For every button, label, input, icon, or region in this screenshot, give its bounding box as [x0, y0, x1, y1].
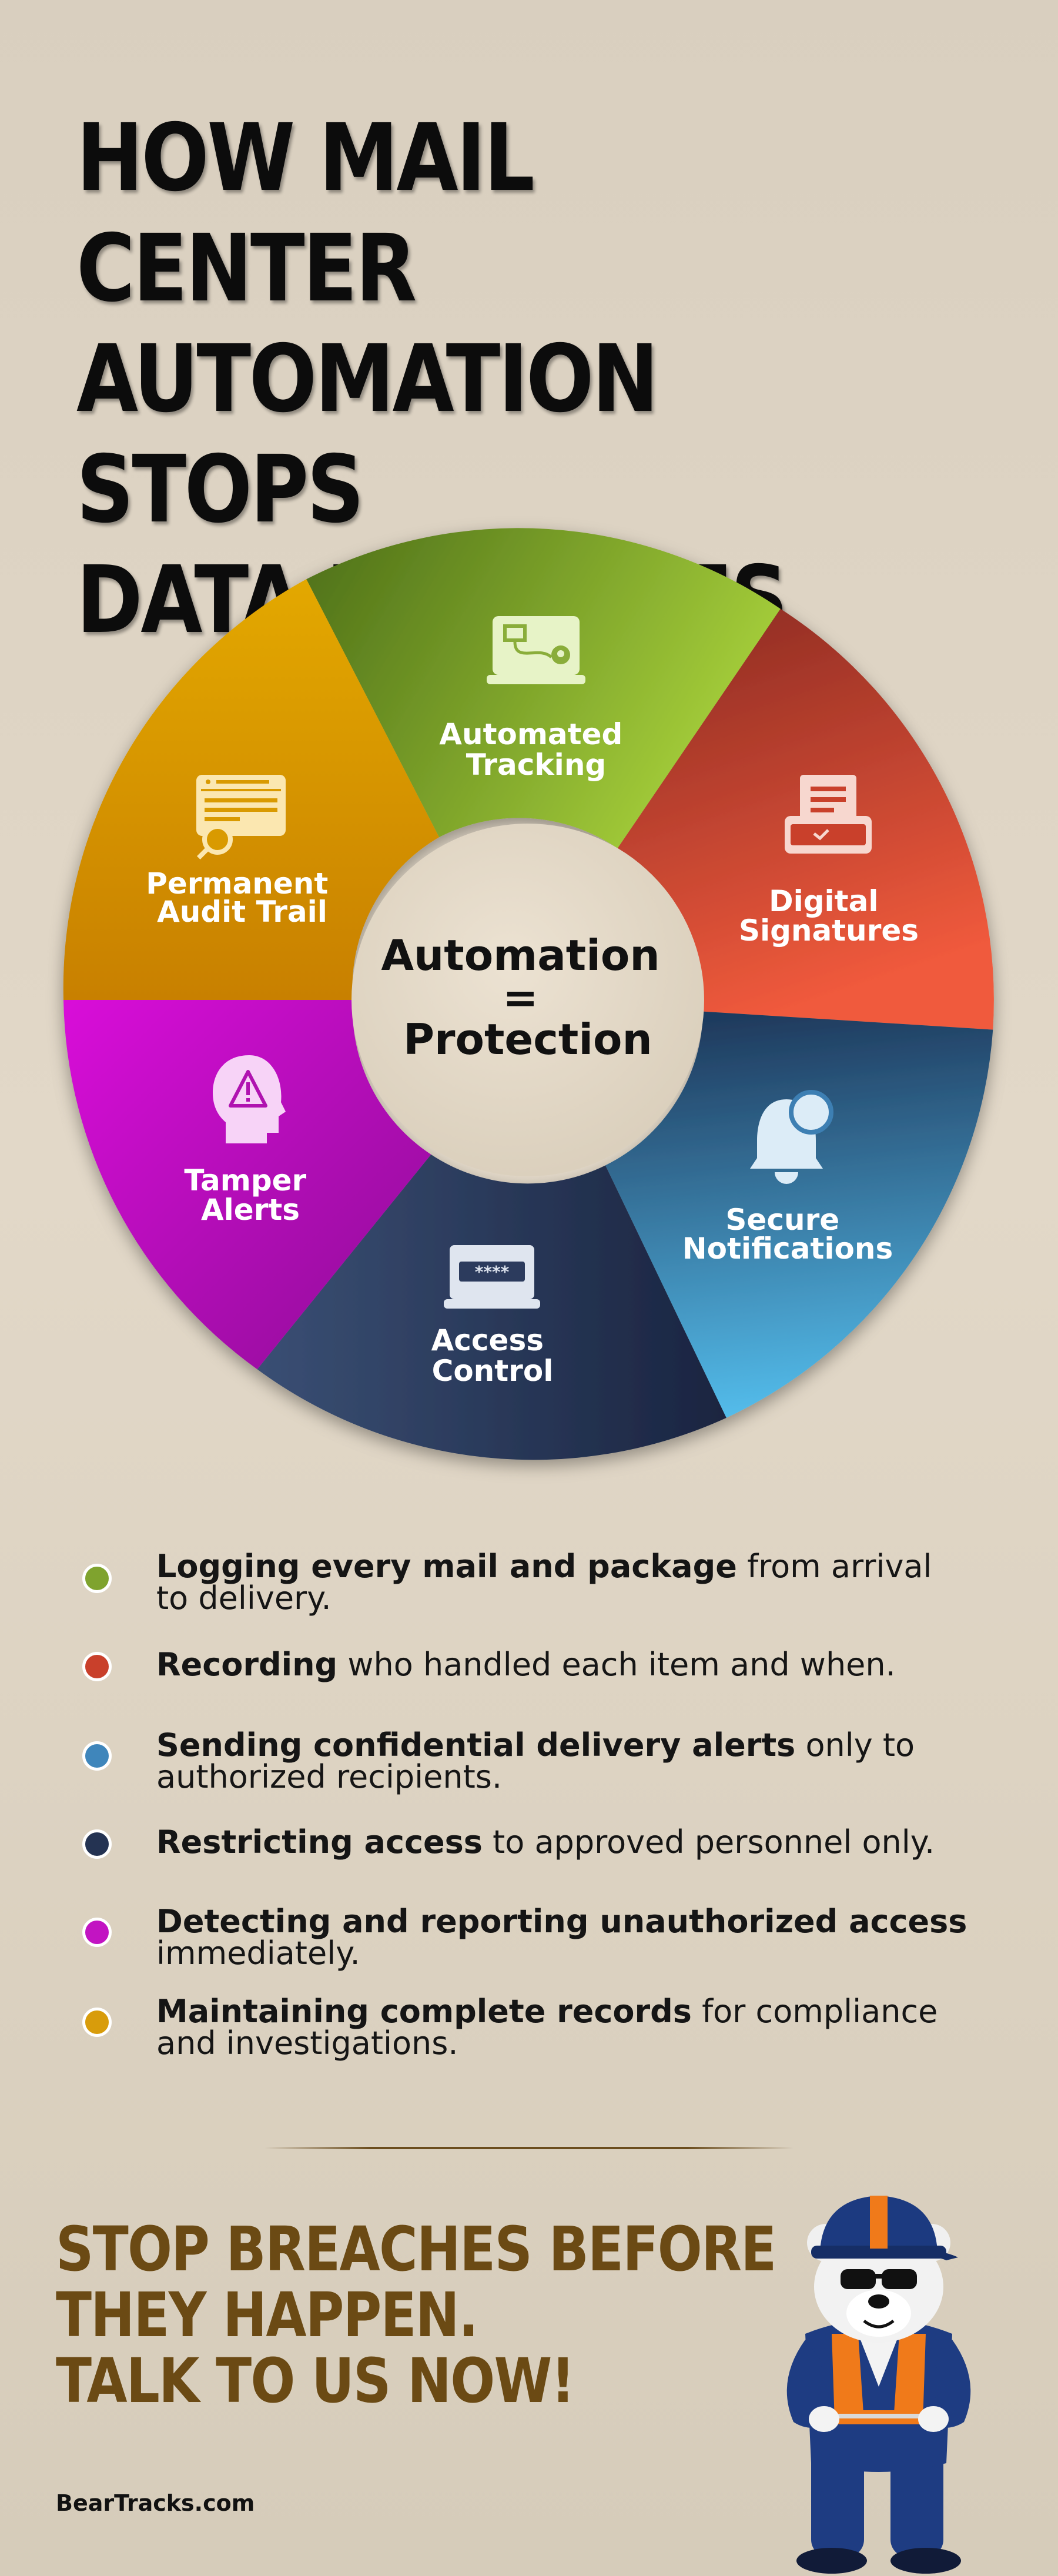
segment-label-tracking-1: Automated — [439, 717, 622, 751]
list-item-text-2: immediately. — [156, 1935, 360, 1972]
list-item-bold: Recording — [156, 1646, 338, 1683]
svg-text:Access Control: Access Control — [431, 1323, 554, 1388]
gold-bullet-dot — [82, 2008, 112, 2037]
cta-line-2: THEY HAPPEN. — [56, 2279, 478, 2351]
svg-text:Digital Signatures: Digital Signatures — [739, 884, 919, 948]
svg-text:Automated Tracking: Automated Tracking — [439, 717, 632, 782]
list-item-text-2: to delivery. — [156, 1580, 332, 1617]
website-link[interactable]: BearTracks.com — [56, 2490, 255, 2516]
green-bullet-dot — [82, 1564, 112, 1593]
list-item-bold: Detecting and reporting unauthorized acc… — [156, 1903, 967, 1940]
list-item-text-2: authorized recipients. — [156, 1758, 503, 1795]
list-item-text: only to — [795, 1727, 915, 1764]
title-line-2: AUTOMATION STOPS — [76, 325, 659, 544]
svg-text:Automation = Protectio: Automation = Protection — [381, 931, 674, 1064]
bear-mascot-icon — [786, 2196, 971, 2574]
document-signature-icon — [785, 775, 872, 854]
segment-label-tamper-1: Tamper — [184, 1163, 306, 1197]
call-to-action: STOP BREACHES BEFORE THEY HAPPEN. TALK T… — [56, 2216, 776, 2414]
cta-line-1: STOP BREACHES BEFORE — [56, 2213, 776, 2285]
center-line-2: = — [503, 973, 538, 1022]
automation-wheel: Automation = Protection Automated Tracki… — [63, 528, 994, 1460]
segment-label-access-2: Control — [432, 1354, 554, 1388]
svg-text:****: **** — [475, 1262, 510, 1282]
center-circle — [351, 824, 704, 1176]
magenta-bullet-dot — [82, 1918, 112, 1947]
list-item-bold: Maintaining complete records — [156, 1993, 692, 2030]
list-item-text: to approved personnel only. — [482, 1824, 935, 1861]
list-item-bold: Restricting access — [156, 1824, 483, 1861]
svg-text:Permanent Audit Trail: Permanent Audit Trail — [146, 867, 338, 929]
search-browser-icon — [196, 775, 286, 860]
warning-head-icon — [213, 1055, 286, 1143]
segment-tamper-alerts — [63, 1000, 431, 1370]
segment-automated-tracking — [306, 528, 781, 849]
segment-label-access-1: Access — [431, 1323, 544, 1357]
list-item-text-2: and investigations. — [156, 2025, 458, 2062]
segment-label-notifications-2: Notifications — [682, 1232, 893, 1266]
navy-bullet-dot — [82, 1829, 112, 1859]
segment-label-tamper-2: Alerts — [201, 1193, 300, 1227]
title-line-1: HOW MAIL CENTER — [76, 104, 535, 323]
center-line-3: Protection — [403, 1015, 652, 1064]
svg-text:Secure Notifications: Secure Notifications — [682, 1203, 893, 1266]
svg-text:Tamper Alerts: Tamper Alerts — [184, 1163, 316, 1227]
segment-label-signatures-1: Digital — [769, 884, 878, 918]
red-bullet-dot — [82, 1652, 112, 1681]
tracking-icon — [487, 616, 585, 684]
cta-line-3: TALK TO US NOW! — [56, 2345, 575, 2417]
segment-secure-notifications — [605, 1011, 993, 1418]
center-line-1: Automation — [381, 931, 659, 980]
blue-bullet-dot — [82, 1741, 112, 1771]
section-divider — [264, 2147, 793, 2149]
list-item-bold: Sending confidential delivery alerts — [156, 1727, 796, 1764]
segment-label-audit-2: Audit Trail — [157, 895, 327, 929]
segment-label-notifications-1: Secure — [725, 1203, 839, 1237]
segment-label-audit-1: Permanent — [146, 867, 328, 901]
list-item-text: for compliance — [691, 1993, 938, 2030]
segment-label-tracking-2: Tracking — [466, 748, 606, 782]
list-item-text: from arrival — [736, 1548, 932, 1585]
password-laptop-icon: **** — [444, 1245, 540, 1309]
segment-label-signatures-2: Signatures — [739, 914, 919, 948]
list-item-bold: Logging every mail and package — [156, 1548, 737, 1585]
list-item-text: who handled each item and when. — [337, 1646, 896, 1683]
bell-icon — [750, 1090, 833, 1184]
